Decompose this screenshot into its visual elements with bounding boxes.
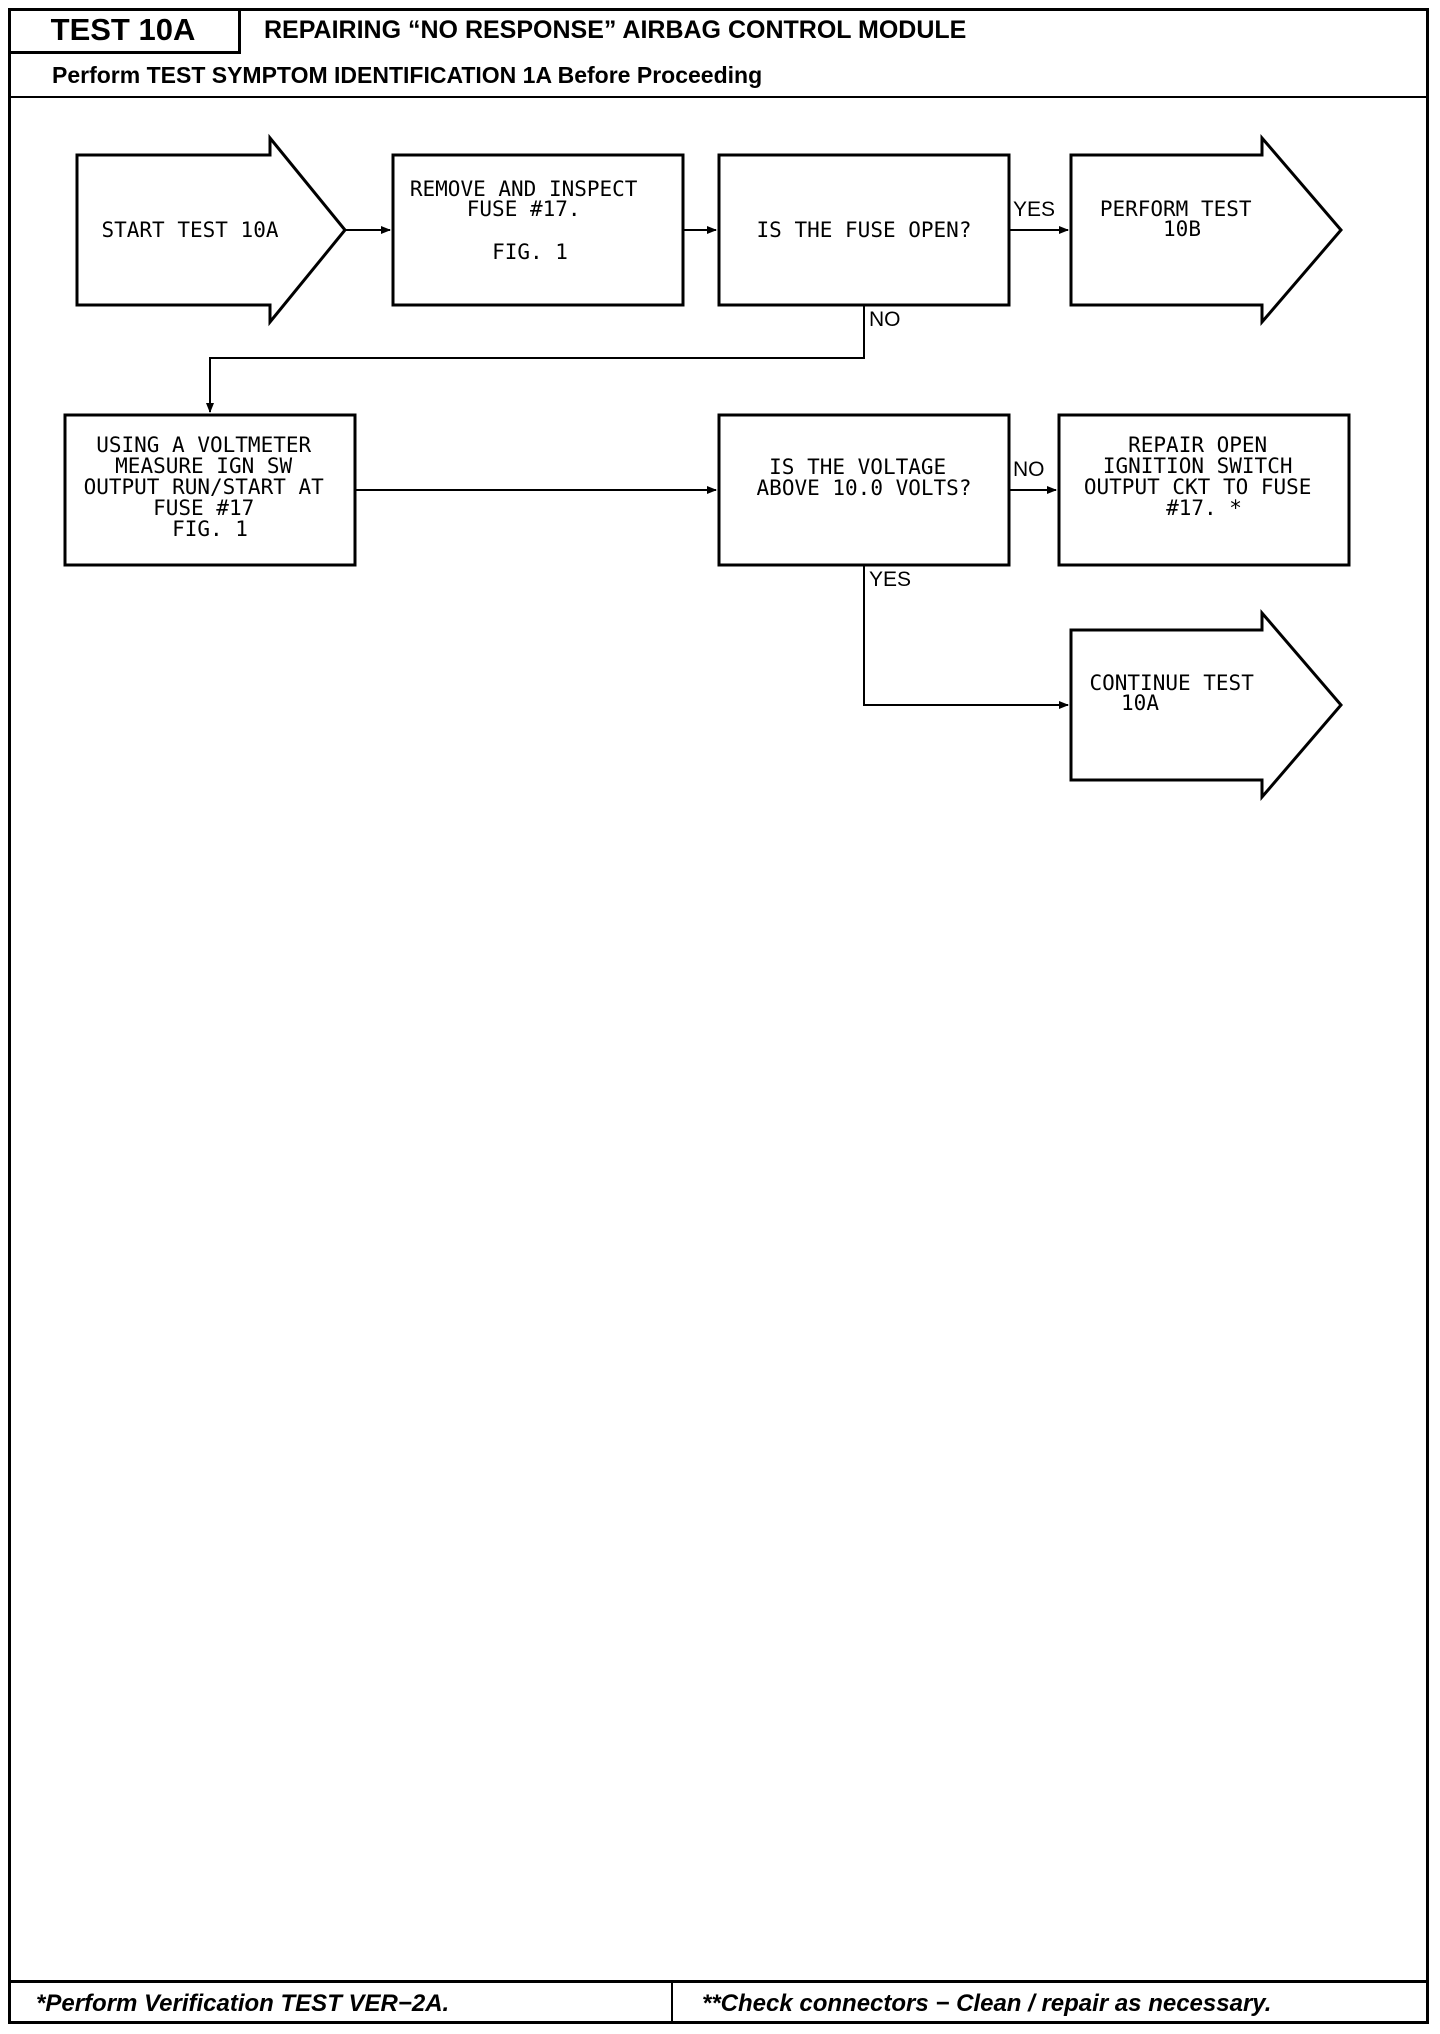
page-subtitle: Perform TEST SYMPTOM IDENTIFICATION 1A B… — [52, 62, 763, 88]
fuse-open-decision — [717, 153, 1011, 307]
label-fuse-yes: YES — [1013, 198, 1055, 221]
continue-text: CONTINUE TEST 10A — [1089, 671, 1266, 715]
footer-verification-note: *Perform Verification TEST VER−2A. — [36, 1990, 450, 2017]
page-title: REPAIRING “NO RESPONSE” AIRBAG CONTROL M… — [264, 16, 967, 44]
connector-fuse-no — [206, 305, 865, 413]
footer-column-divider — [671, 1980, 673, 2024]
connector-volt-yes — [863, 565, 1069, 709]
inspect-fuse-text: REMOVE AND INSPECT FUSE #17. FIG. 1 — [410, 177, 650, 264]
label-volt-no: NO — [1013, 458, 1045, 481]
footer-connectors-note: **Check connectors − Clean / repair as n… — [702, 1990, 1272, 2017]
perform-10b-text: PERFORM TEST 10B — [1100, 197, 1264, 241]
subtitle-divider — [8, 96, 1429, 98]
footer-divider — [8, 1980, 1429, 1983]
repair-text: REPAIR OPEN IGNITION SWITCH OUTPUT CKT T… — [1084, 433, 1324, 520]
label-fuse-no: NO — [869, 308, 901, 331]
start-node-text: START TEST 10A — [101, 218, 278, 242]
page-frame — [8, 8, 1429, 2024]
voltmeter-text: USING A VOLTMETER MEASURE IGN SW OUTPUT … — [84, 433, 337, 541]
voltage-decision-text: IS THE VOLTAGE ABOVE 10.0 VOLTS? — [757, 455, 972, 500]
test-label: TEST 10A — [8, 8, 241, 54]
voltmeter-box — [63, 413, 357, 567]
label-volt-yes: YES — [869, 568, 911, 591]
start-node — [75, 133, 347, 327]
continue-node — [1069, 608, 1343, 802]
voltage-decision — [717, 413, 1011, 567]
fuse-open-text: IS THE FUSE OPEN? — [757, 218, 972, 242]
repair-box — [1057, 413, 1351, 567]
perform-10b-node — [1069, 133, 1343, 327]
